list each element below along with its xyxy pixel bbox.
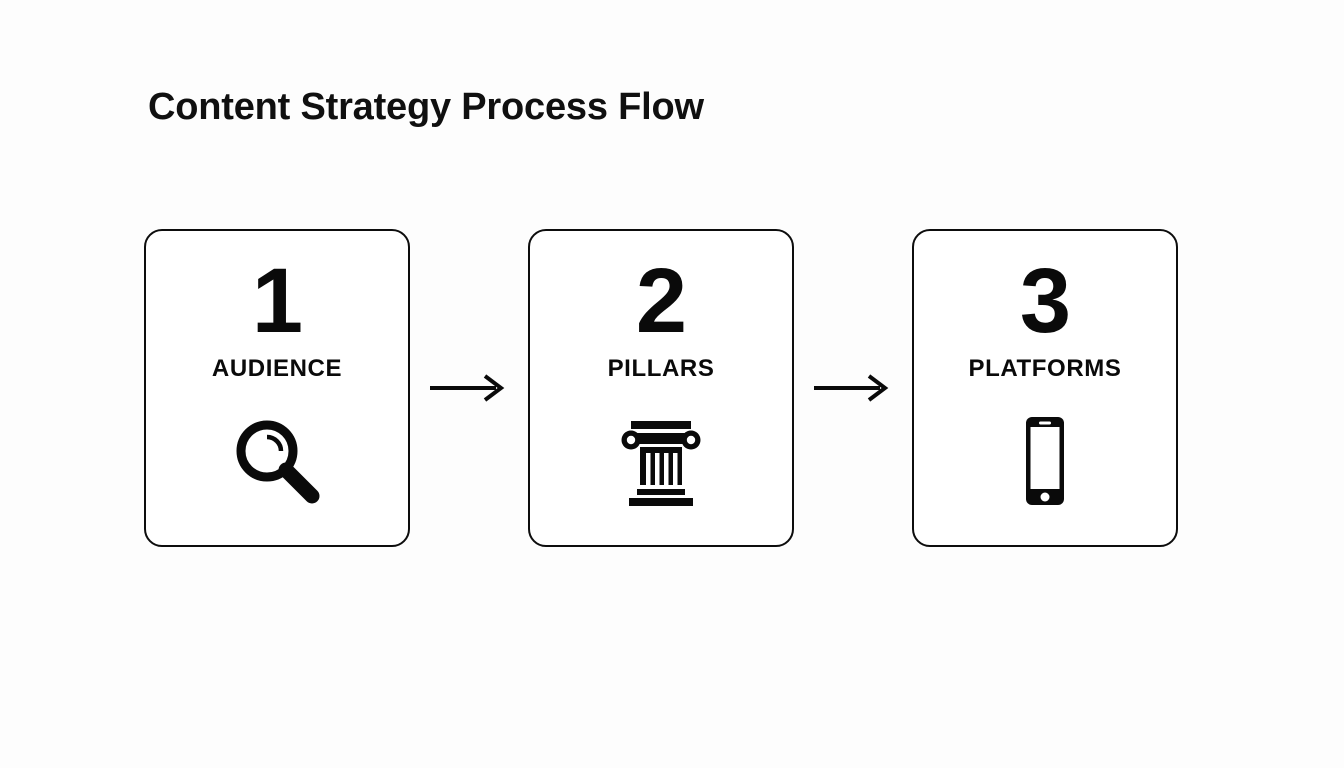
page-title: Content Strategy Process Flow bbox=[148, 86, 704, 128]
smartphone-icon bbox=[993, 409, 1097, 513]
step-number: 3 bbox=[1019, 250, 1071, 352]
step-card-3[interactable]: 3 PLATFORMS bbox=[912, 229, 1178, 547]
process-flow: 1 AUDIENCE 2 PILLARS bbox=[144, 229, 1178, 547]
magnifier-icon bbox=[225, 409, 329, 513]
step-card-1[interactable]: 1 AUDIENCE bbox=[144, 229, 410, 547]
column-icon bbox=[609, 409, 713, 513]
arrow-right-icon bbox=[813, 374, 893, 402]
step-card-2[interactable]: 2 PILLARS bbox=[528, 229, 794, 547]
step-number: 2 bbox=[635, 250, 687, 352]
step-label: AUDIENCE bbox=[211, 355, 343, 382]
step-number: 1 bbox=[251, 250, 303, 352]
step-label: PILLARS bbox=[607, 355, 715, 382]
arrow-right-icon bbox=[429, 374, 509, 402]
step-label: PLATFORMS bbox=[968, 355, 1122, 382]
